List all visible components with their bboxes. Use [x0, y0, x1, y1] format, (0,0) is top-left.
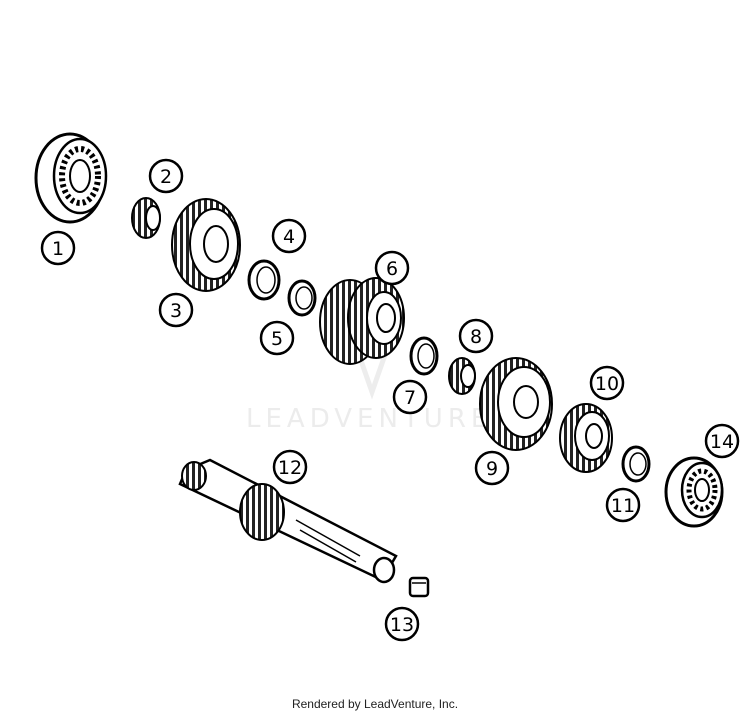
callout-9[interactable]: 9 [474, 450, 510, 486]
svg-text:1: 1 [52, 238, 64, 260]
part-5-washer[interactable] [287, 279, 317, 317]
watermark-text: LEADVENTURE [246, 404, 492, 434]
part-10-gear[interactable] [559, 403, 613, 473]
part-11-washer[interactable] [621, 445, 651, 483]
svg-text:14: 14 [710, 431, 734, 453]
svg-text:7: 7 [404, 387, 416, 409]
callout-7[interactable]: 7 [392, 379, 428, 415]
part-9-gear[interactable] [479, 357, 553, 451]
svg-text:9: 9 [486, 458, 498, 480]
part-8-needle-bearing[interactable] [448, 357, 476, 395]
part-12-main-shaft[interactable] [178, 458, 398, 584]
part-13-pin[interactable] [408, 576, 430, 598]
callout-8[interactable]: 8 [458, 318, 494, 354]
callout-14[interactable]: 14 [704, 423, 740, 459]
svg-text:3: 3 [170, 300, 182, 322]
svg-text:4: 4 [283, 226, 295, 248]
callout-3[interactable]: 3 [158, 292, 194, 328]
svg-text:13: 13 [390, 614, 414, 636]
part-4-washer[interactable] [247, 259, 281, 301]
callout-1[interactable]: 1 [40, 230, 76, 266]
svg-text:11: 11 [611, 495, 635, 517]
svg-text:10: 10 [595, 373, 619, 395]
watermark: LEADVENTURE [246, 351, 492, 434]
svg-text:2: 2 [160, 166, 172, 188]
svg-text:6: 6 [386, 258, 398, 280]
callout-11[interactable]: 11 [605, 487, 641, 523]
part-6-double-gear[interactable] [319, 277, 405, 365]
part-7-washer[interactable] [409, 336, 439, 376]
part-1-bearing[interactable] [34, 132, 108, 224]
callout-10[interactable]: 10 [589, 365, 625, 401]
part-3-gear[interactable] [171, 198, 241, 292]
svg-text:5: 5 [271, 328, 283, 350]
callout-12[interactable]: 12 [272, 449, 308, 485]
svg-text:12: 12 [278, 457, 302, 479]
callout-13[interactable]: 13 [384, 606, 420, 642]
part-14-bearing[interactable] [664, 456, 724, 528]
callout-4[interactable]: 4 [271, 218, 307, 254]
callout-5[interactable]: 5 [259, 320, 295, 356]
part-2-needle-bearing[interactable] [131, 197, 161, 239]
callout-2[interactable]: 2 [148, 158, 184, 194]
svg-text:8: 8 [470, 326, 482, 348]
footer-credit: Rendered by LeadVenture, Inc. [291, 697, 459, 711]
callout-6[interactable]: 6 [374, 250, 410, 286]
